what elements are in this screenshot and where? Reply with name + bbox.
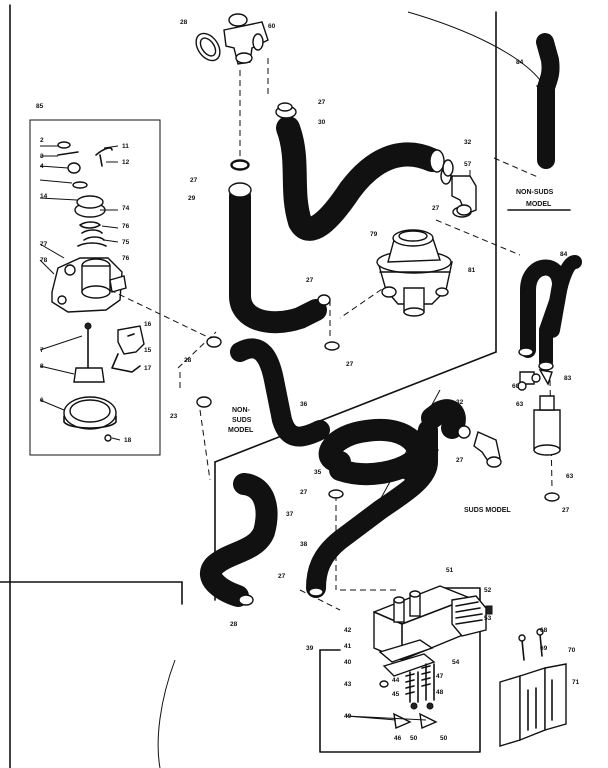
callout: 7 — [40, 347, 44, 354]
callout: 39 — [306, 645, 314, 652]
callout: 51 — [446, 567, 454, 574]
callout: 49 — [344, 713, 352, 720]
callout: 27 — [318, 99, 326, 106]
hose-clamps — [196, 102, 472, 606]
callout: 42 — [344, 627, 352, 634]
callout: 54 — [452, 659, 460, 666]
callout: 27 — [346, 361, 354, 368]
left-hose-37 — [200, 473, 278, 607]
model-labels: NON-SUDS MODEL NON- SUDS MODEL SUDS MODE… — [228, 189, 571, 514]
callout: 36 — [300, 401, 308, 408]
callout: 27 — [300, 489, 308, 496]
suds-model-label: SUDS MODEL — [464, 507, 511, 514]
callout: 85 — [36, 103, 44, 110]
callout: 83 — [564, 375, 572, 382]
callout: 53 — [484, 615, 492, 622]
callout: 84 — [516, 59, 524, 66]
callout: 2 — [40, 137, 44, 144]
callout: 3 — [40, 153, 44, 160]
callout: 70 — [568, 647, 576, 654]
callout: 15 — [144, 347, 152, 354]
drain-hose-upper — [275, 105, 445, 241]
callout: 45 — [392, 691, 400, 698]
callout: 32 — [456, 399, 464, 406]
callout: 27 — [278, 573, 286, 580]
callout: 46 — [394, 735, 402, 742]
callout: 40 — [344, 659, 352, 666]
callout: 76 — [122, 255, 130, 262]
callout: 27 — [306, 277, 314, 284]
callout: 27 — [432, 205, 440, 212]
callout: 28 — [230, 621, 238, 628]
callout: 8 — [40, 363, 44, 370]
callout: 78 — [40, 257, 48, 264]
callout: 11 — [122, 143, 129, 150]
callout: 60 — [268, 23, 276, 30]
callout: 47 — [436, 673, 444, 680]
mounting-bracket — [499, 628, 567, 747]
callout: 43 — [344, 681, 352, 688]
callout: 12 — [122, 159, 130, 166]
callout: 52 — [484, 587, 492, 594]
callout: 38 — [300, 541, 308, 548]
center-pump-79 — [376, 229, 453, 317]
callout: 28 — [180, 19, 188, 26]
non-suds-label-line1: NON-SUDS — [516, 189, 554, 196]
non-suds-center-line3: MODEL — [228, 427, 254, 434]
non-suds-hose-84 — [536, 33, 560, 169]
callout: 16 — [144, 321, 152, 328]
callout: 27 — [190, 177, 198, 184]
callout: 29 — [188, 195, 196, 202]
alignment-lines — [109, 58, 553, 611]
callout: 17 — [144, 365, 152, 372]
callout-numbers: 28 60 27 30 32 57 27 27 29 79 27 81 27 8… — [36, 19, 580, 742]
callout: 63 — [516, 401, 524, 408]
callout: 71 — [572, 679, 580, 686]
callout: 27 — [562, 507, 570, 514]
callout: 81 — [468, 267, 476, 274]
callout: 18 — [124, 437, 132, 444]
callout: 84 — [560, 251, 568, 258]
valve-assembly-group — [319, 585, 493, 753]
callout: 4 — [40, 163, 44, 170]
callout: 76 — [122, 223, 130, 230]
callout: 57 — [464, 161, 472, 168]
callout: 75 — [122, 239, 130, 246]
callout: 79 — [370, 231, 378, 238]
callout: 77 — [40, 241, 48, 248]
callout: 27 — [456, 457, 464, 464]
cabinet-outline — [0, 4, 541, 768]
suds-hose-group — [517, 255, 582, 502]
elbow-fitting-bottom-right — [473, 431, 502, 468]
callout: 32 — [464, 139, 472, 146]
non-suds-label-line2: MODEL — [526, 201, 552, 208]
callout: 30 — [318, 119, 326, 126]
non-suds-center-line2: SUDS — [232, 417, 252, 424]
callout: 35 — [314, 469, 322, 476]
non-suds-center-line1: NON- — [232, 407, 251, 414]
callout: 74 — [122, 205, 130, 212]
top-tee-fitting — [195, 13, 269, 65]
callout: 41 — [344, 643, 352, 650]
callout: 50 — [440, 735, 448, 742]
callout: 60 — [512, 383, 520, 390]
callout: 23 — [170, 413, 178, 420]
callout: 50 — [410, 735, 418, 742]
callout: 68 — [540, 627, 548, 634]
callout: 44 — [392, 677, 400, 684]
callout: 14 — [40, 193, 48, 200]
callout: 6 — [40, 397, 44, 404]
callout: 69 — [540, 645, 548, 652]
callout: 84 — [555, 315, 563, 322]
lower-hose-38 — [306, 420, 439, 598]
callout: 48 — [436, 689, 444, 696]
pump-assembly-group — [29, 119, 161, 456]
callout: 63 — [566, 473, 574, 480]
callout: 37 — [286, 511, 294, 518]
center-hose-35 — [318, 399, 466, 486]
center-hose-36 — [230, 338, 330, 447]
callout: 28 — [184, 357, 192, 364]
